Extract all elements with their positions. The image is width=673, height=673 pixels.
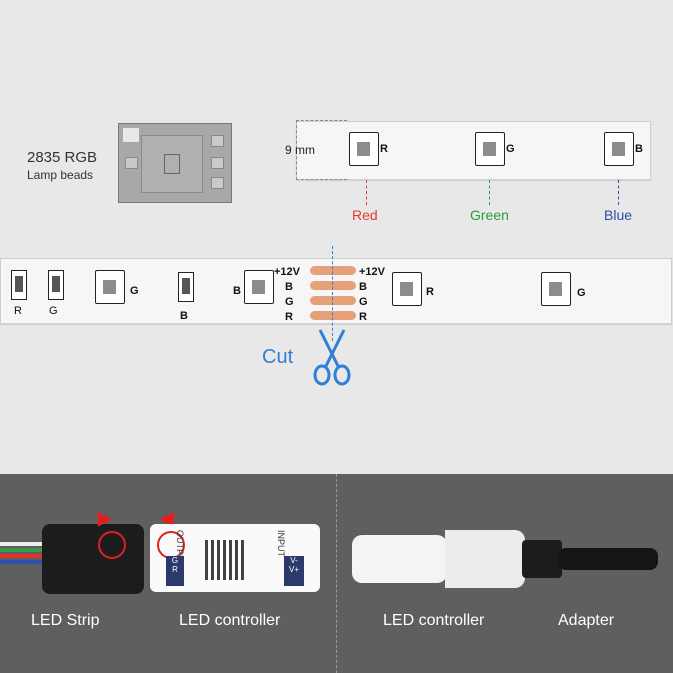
scissors-icon: [313, 329, 351, 386]
controller-plug-tip: [445, 530, 525, 588]
blue-dash: [618, 180, 619, 205]
pad-left-g: G: [285, 296, 294, 308]
cut-label: Cut: [262, 346, 294, 368]
resistor: [11, 270, 27, 300]
solder-pad: [310, 296, 356, 305]
strip2-label-r1: R: [14, 305, 22, 317]
label-led-controller-1: LED controller: [179, 612, 281, 629]
solder-pad: [310, 266, 356, 275]
adapter-cable: [558, 548, 658, 570]
pad-left-v: +12V: [274, 266, 300, 278]
color-label-blue: Blue: [604, 207, 633, 223]
panel-divider: [336, 474, 337, 673]
input-label: INPUT: [276, 530, 286, 557]
strip-connector: [42, 524, 144, 594]
green-dash: [489, 180, 490, 205]
lamp-bead-closeup: [118, 123, 232, 203]
resistor: [48, 270, 64, 300]
strip-label-r: R: [380, 143, 388, 155]
led-bead: [244, 270, 274, 304]
led-bead-green: [475, 132, 505, 166]
strip-label-g: G: [506, 143, 515, 155]
qr-code: [205, 540, 245, 580]
pad-right-v: +12V: [359, 266, 385, 278]
strip2-label-r2: R: [426, 286, 434, 298]
strip2-label-g2: G: [130, 285, 139, 297]
led-bead: [541, 272, 571, 306]
resistor: [178, 272, 194, 302]
pad-right-g: G: [359, 296, 368, 308]
led-bead-blue: [604, 132, 634, 166]
label-adapter: Adapter: [558, 612, 615, 629]
pad-right-r: R: [359, 311, 367, 323]
color-label-green: Green: [470, 207, 509, 223]
solder-pad: [310, 311, 356, 320]
controller-plug: [352, 535, 447, 583]
lamp-die: [141, 135, 203, 193]
pin-labels-in: V-V+: [284, 556, 304, 586]
wires: [0, 540, 50, 574]
top-panel: 2835 RGB Lamp beads 9 mm R G B Red Green…: [0, 120, 672, 386]
connector-port[interactable]: [98, 531, 126, 559]
dimension-box: [296, 120, 347, 180]
cut-line[interactable]: [332, 246, 333, 341]
led-bead: [392, 272, 422, 306]
pad-left-b: B: [285, 281, 293, 293]
solder-pad: [310, 281, 356, 290]
strip2-label-g3: G: [577, 287, 586, 299]
lamp-title: 2835 RGB: [27, 149, 98, 166]
strip-label-b: B: [635, 143, 643, 155]
pad-right-b: B: [359, 281, 367, 293]
adapter-jack: [522, 540, 562, 578]
pad-left-r: R: [285, 311, 293, 323]
strip2-label-g1: G: [49, 305, 58, 317]
red-dash: [366, 180, 367, 205]
lamp-subtitle: Lamp beads: [27, 168, 94, 182]
label-led-controller-2: LED controller: [383, 612, 485, 629]
label-led-strip: LED Strip: [31, 612, 100, 629]
strip2-label-b2: B: [233, 285, 241, 297]
led-bead-red: [349, 132, 379, 166]
led-bead: [95, 270, 125, 304]
strip2-label-b1: B: [180, 310, 188, 322]
color-label-red: Red: [352, 207, 378, 223]
red-arrow-right-icon: ▶: [98, 508, 112, 528]
red-arrow-left-icon: ◀: [160, 508, 174, 528]
dimension-label: 9 mm: [285, 143, 315, 157]
